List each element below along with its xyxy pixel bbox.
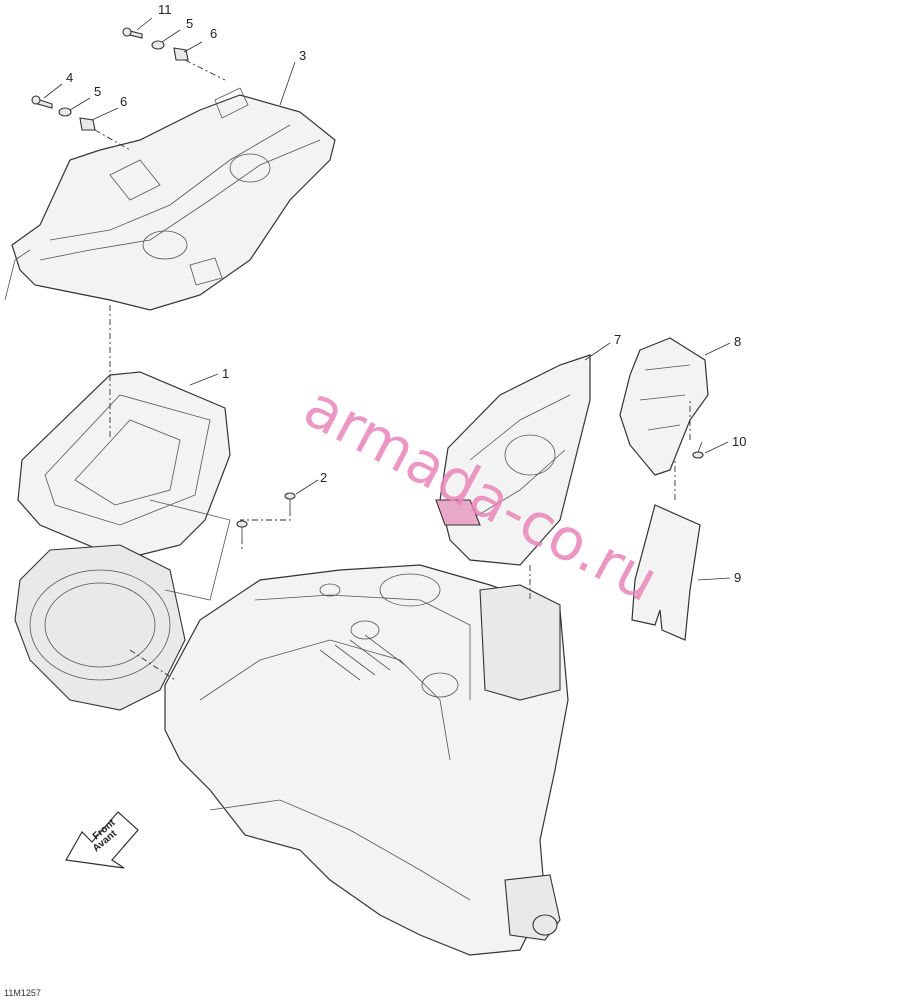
callout-5-top: 5 [186,16,193,31]
drawing-code: 11M1257 [4,988,41,998]
callout-10: 10 [732,434,746,449]
callout-9: 9 [734,570,741,585]
air-intake-cover-part [4,87,336,311]
callout-labels: 11 5 6 4 5 6 3 1 2 7 8 10 9 [66,2,746,585]
callout-3: 3 [299,48,306,63]
callout-5-mid: 5 [94,84,101,99]
fan-housing-part [14,371,231,711]
engine-part [164,564,569,956]
side-cover-part [619,337,709,476]
callout-leaders [43,17,731,581]
callout-8: 8 [734,334,741,349]
callout-11-top: 11 [158,2,172,17]
callout-6-top: 6 [210,26,217,41]
side-panel-part [631,504,701,641]
callout-2: 2 [320,470,327,485]
air-silencer-duct-part [435,354,591,566]
callout-4: 4 [66,70,73,85]
callout-6-mid: 6 [120,94,127,109]
fastener-group-small [236,441,704,538]
front-direction-arrow: Front Avant [65,811,139,869]
assembly-lines [94,59,691,681]
callout-7: 7 [614,332,621,347]
fastener-group-top [31,27,189,131]
callout-1: 1 [222,366,229,381]
